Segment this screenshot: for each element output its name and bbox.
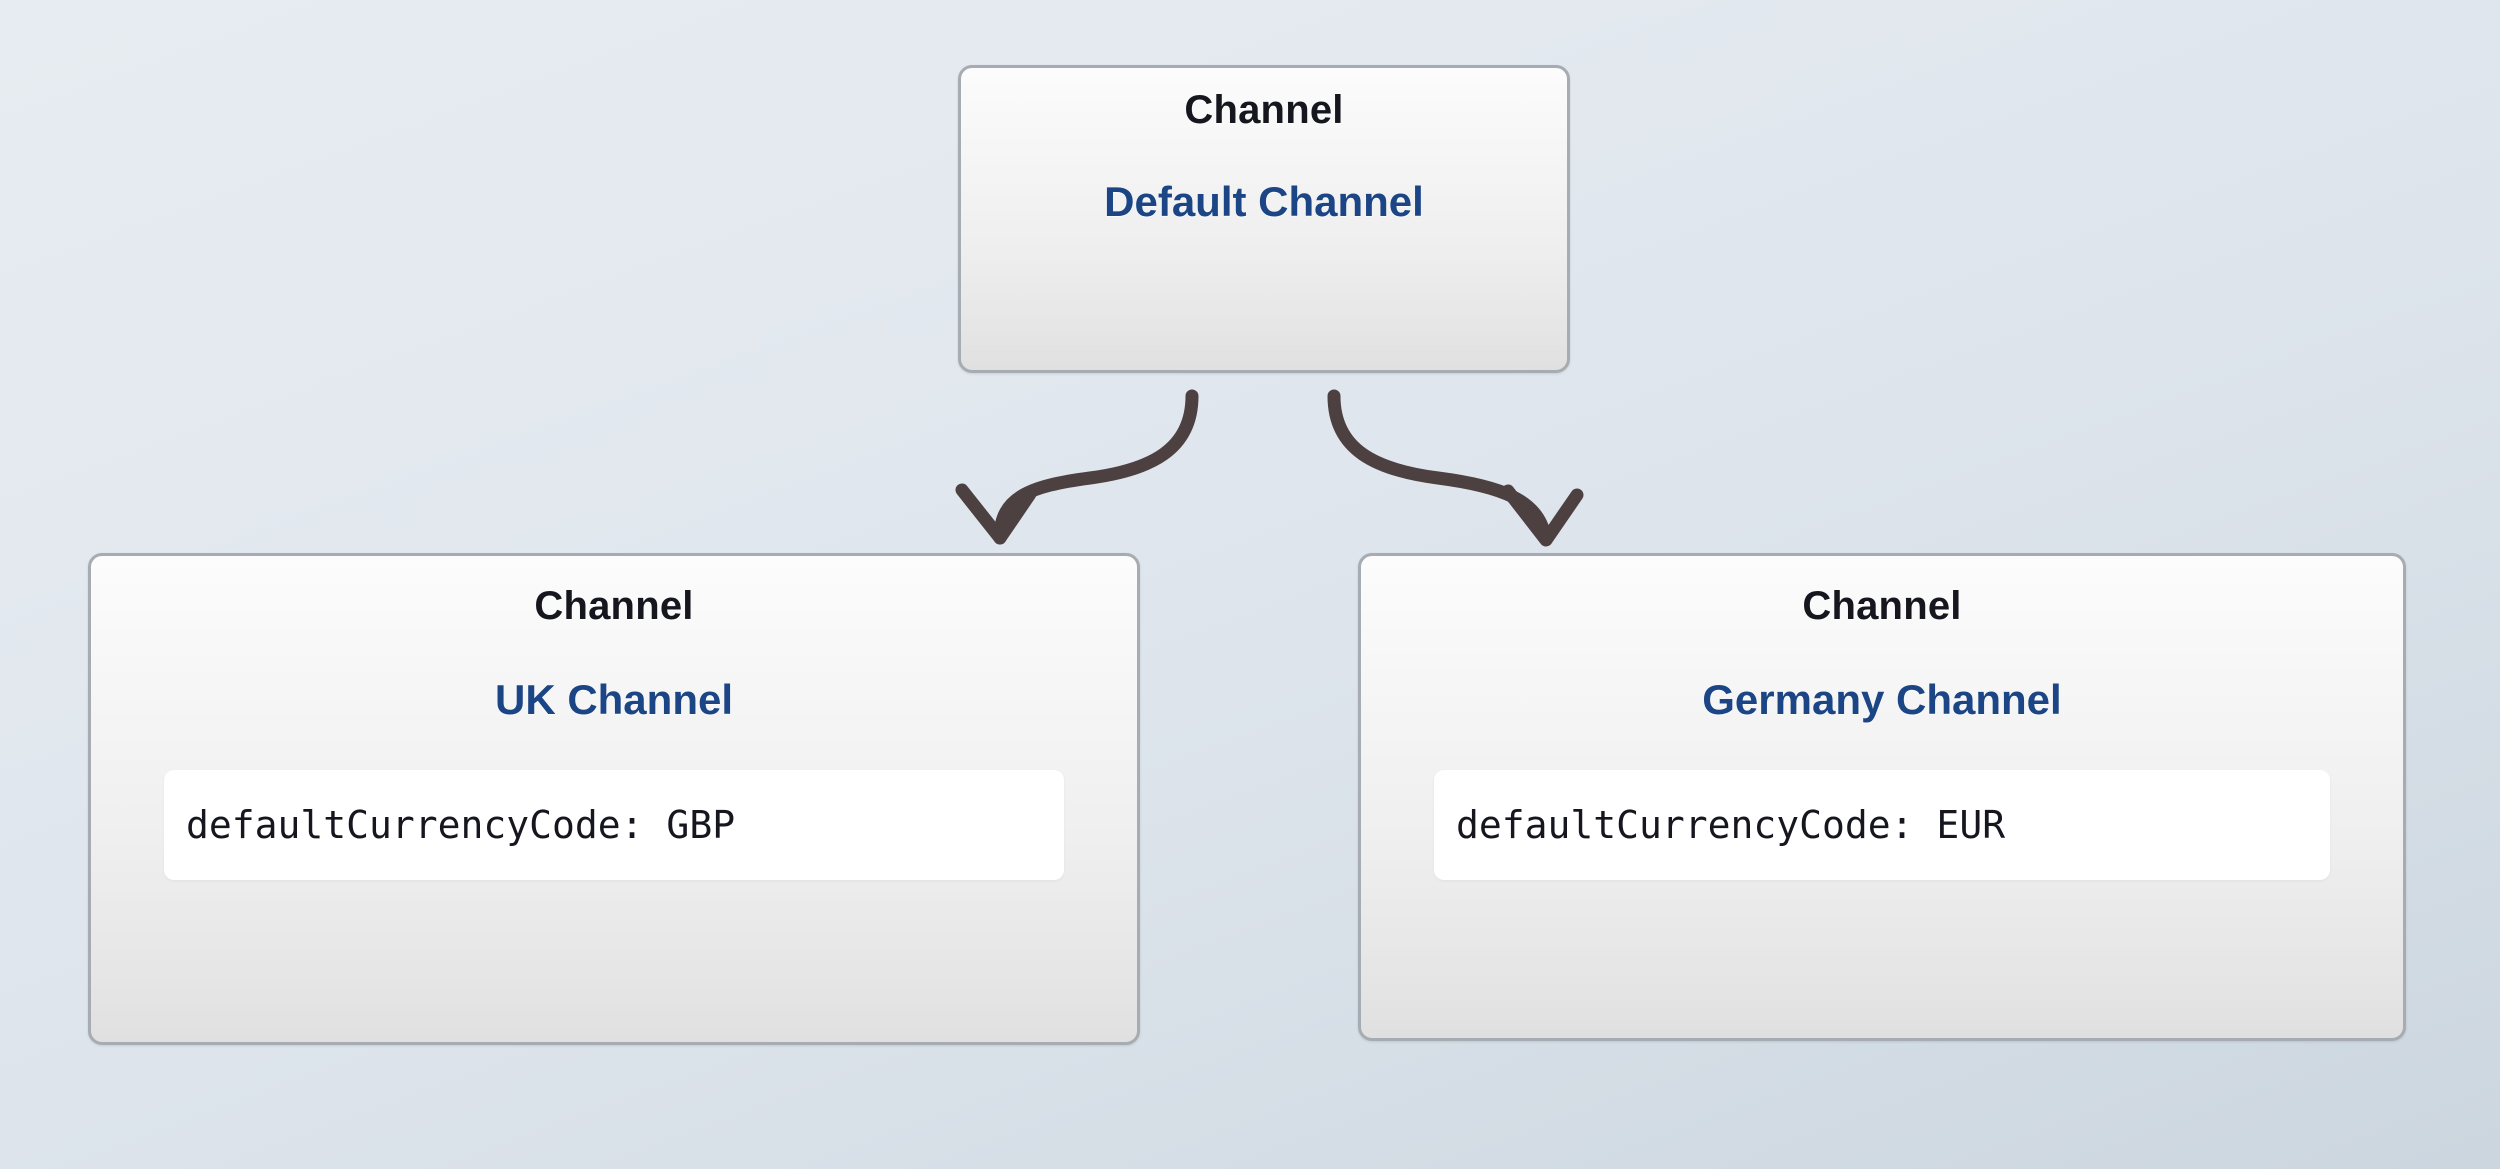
node-type-label: Channel xyxy=(1802,584,1962,628)
edge-root-to-right-arrowhead xyxy=(1501,484,1584,547)
edge-root-to-left xyxy=(993,389,1199,545)
node-property-text: defaultCurrencyCode: GBP xyxy=(186,803,736,847)
edge-root-to-left-arrowhead xyxy=(955,483,1037,545)
edge-root-to-right xyxy=(1327,389,1552,545)
node-property-box: defaultCurrencyCode: EUR xyxy=(1434,770,2330,880)
node-type-label: Channel xyxy=(534,584,694,628)
node-name-label: Default Channel xyxy=(1104,178,1424,225)
node-germany-channel[interactable]: Channel Germany Channel defaultCurrencyC… xyxy=(1358,553,2406,1041)
node-name-label: Germany Channel xyxy=(1702,676,2062,723)
node-name-label: UK Channel xyxy=(494,676,733,723)
node-type-label: Channel xyxy=(1184,88,1344,132)
node-uk-channel[interactable]: Channel UK Channel defaultCurrencyCode: … xyxy=(88,553,1140,1045)
node-default-channel[interactable]: Channel Default Channel xyxy=(958,65,1570,373)
node-property-box: defaultCurrencyCode: GBP xyxy=(164,770,1064,880)
node-property-text: defaultCurrencyCode: EUR xyxy=(1456,803,2006,847)
